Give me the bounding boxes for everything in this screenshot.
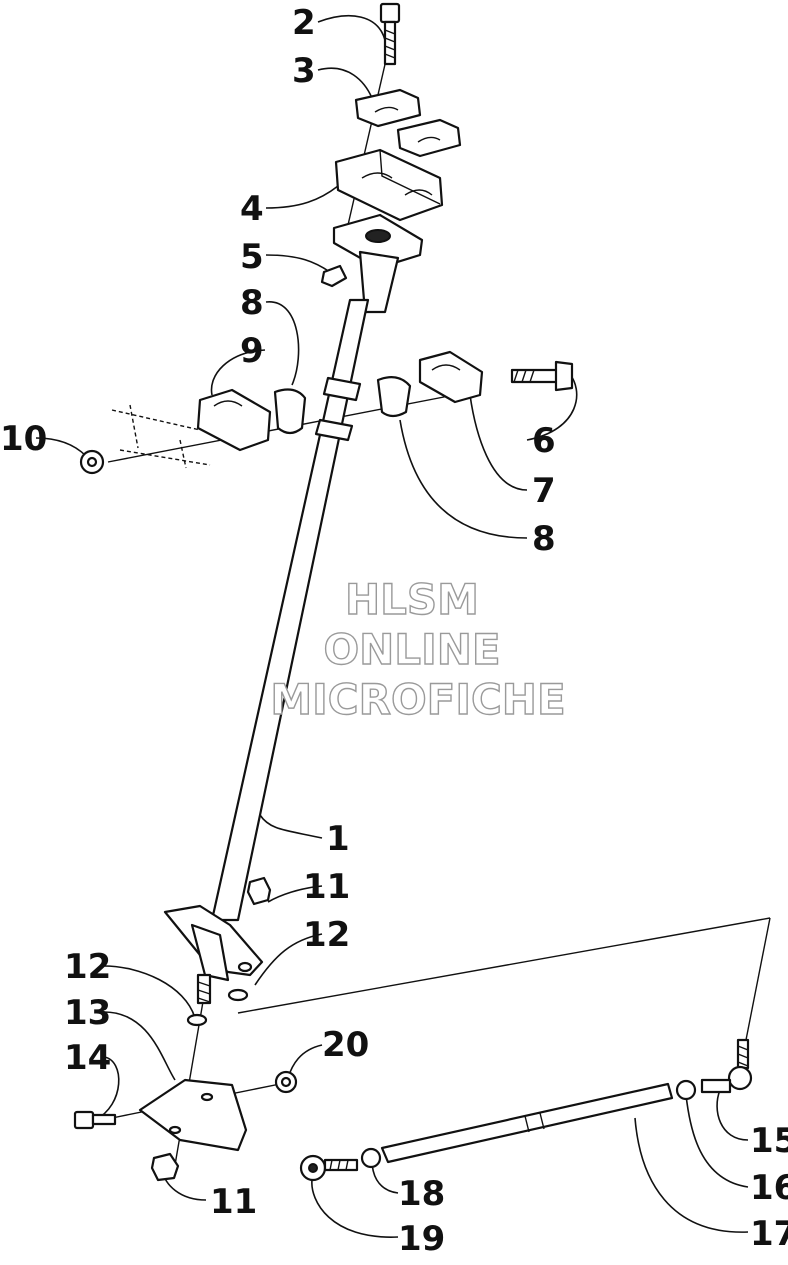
callout-11-upper: 11 — [303, 867, 350, 907]
callout-12-left: 12 — [64, 947, 111, 987]
part-18-jam-nut — [360, 1147, 382, 1169]
callout-2: 2 — [292, 3, 316, 43]
part-11-nut-upper — [246, 876, 272, 906]
callout-3: 3 — [292, 51, 316, 91]
part-15-tie-rod-end — [700, 1038, 753, 1094]
part-2-bolt — [379, 2, 401, 66]
part-3-clamp-caps — [354, 88, 462, 158]
callout-19: 19 — [398, 1219, 445, 1259]
callout-15: 15 — [750, 1121, 788, 1161]
callout-4: 4 — [240, 189, 264, 229]
callout-9: 9 — [240, 331, 264, 371]
watermark-line-3: MICROFICHE — [270, 675, 565, 724]
part-4-clamp-block — [334, 148, 444, 222]
part-7-clamp — [418, 350, 484, 404]
leader-lines — [35, 15, 749, 1238]
callout-7: 7 — [532, 471, 556, 511]
handlebar-reference — [111, 404, 211, 469]
part-9-clamp — [196, 388, 272, 452]
part-1-steering-shaft — [210, 298, 370, 922]
part-10-nut — [79, 449, 105, 475]
callout-18: 18 — [398, 1174, 445, 1214]
callout-14: 14 — [64, 1038, 111, 1078]
lower-shaft-bracket — [163, 904, 264, 1005]
callout-6: 6 — [532, 421, 556, 461]
callout-16: 16 — [750, 1168, 788, 1208]
callout-8-upper: 8 — [240, 283, 264, 323]
callout-labels: 2 3 4 5 8 9 10 6 7 8 1 11 12 12 13 14 20… — [0, 3, 788, 1259]
callout-10: 10 — [0, 419, 47, 459]
part-8-bushing-right — [376, 375, 412, 418]
callout-20: 20 — [322, 1025, 369, 1065]
part-17-tie-rod — [380, 1082, 674, 1164]
callout-12-right: 12 — [303, 915, 350, 955]
callout-8-lower: 8 — [532, 519, 556, 559]
part-12-washer-right — [227, 988, 249, 1002]
callout-1: 1 — [326, 819, 350, 859]
part-20-nut — [274, 1070, 298, 1094]
part-12-washer-left — [186, 1013, 208, 1027]
part-16-jam-nut — [675, 1079, 697, 1101]
upper-mounting-plate — [332, 213, 424, 314]
watermark-line-2: ONLINE — [323, 625, 500, 674]
callout-17: 17 — [750, 1214, 788, 1254]
callout-13: 13 — [64, 993, 111, 1033]
part-5-nut — [320, 264, 348, 288]
callout-5: 5 — [240, 237, 264, 277]
part-14-bolt — [73, 1110, 117, 1130]
part-6-bolt — [510, 360, 574, 392]
part-13-bracket — [138, 1078, 248, 1152]
part-11-nut-lower — [150, 1152, 180, 1182]
watermark-line-1: HLSM — [345, 575, 479, 624]
watermark: HLSM ONLINE MICROFICHE — [270, 574, 567, 724]
part-19-tie-rod-end — [299, 1154, 359, 1182]
part-8-bushing-left — [273, 388, 307, 435]
callout-11-lower: 11 — [210, 1182, 257, 1222]
